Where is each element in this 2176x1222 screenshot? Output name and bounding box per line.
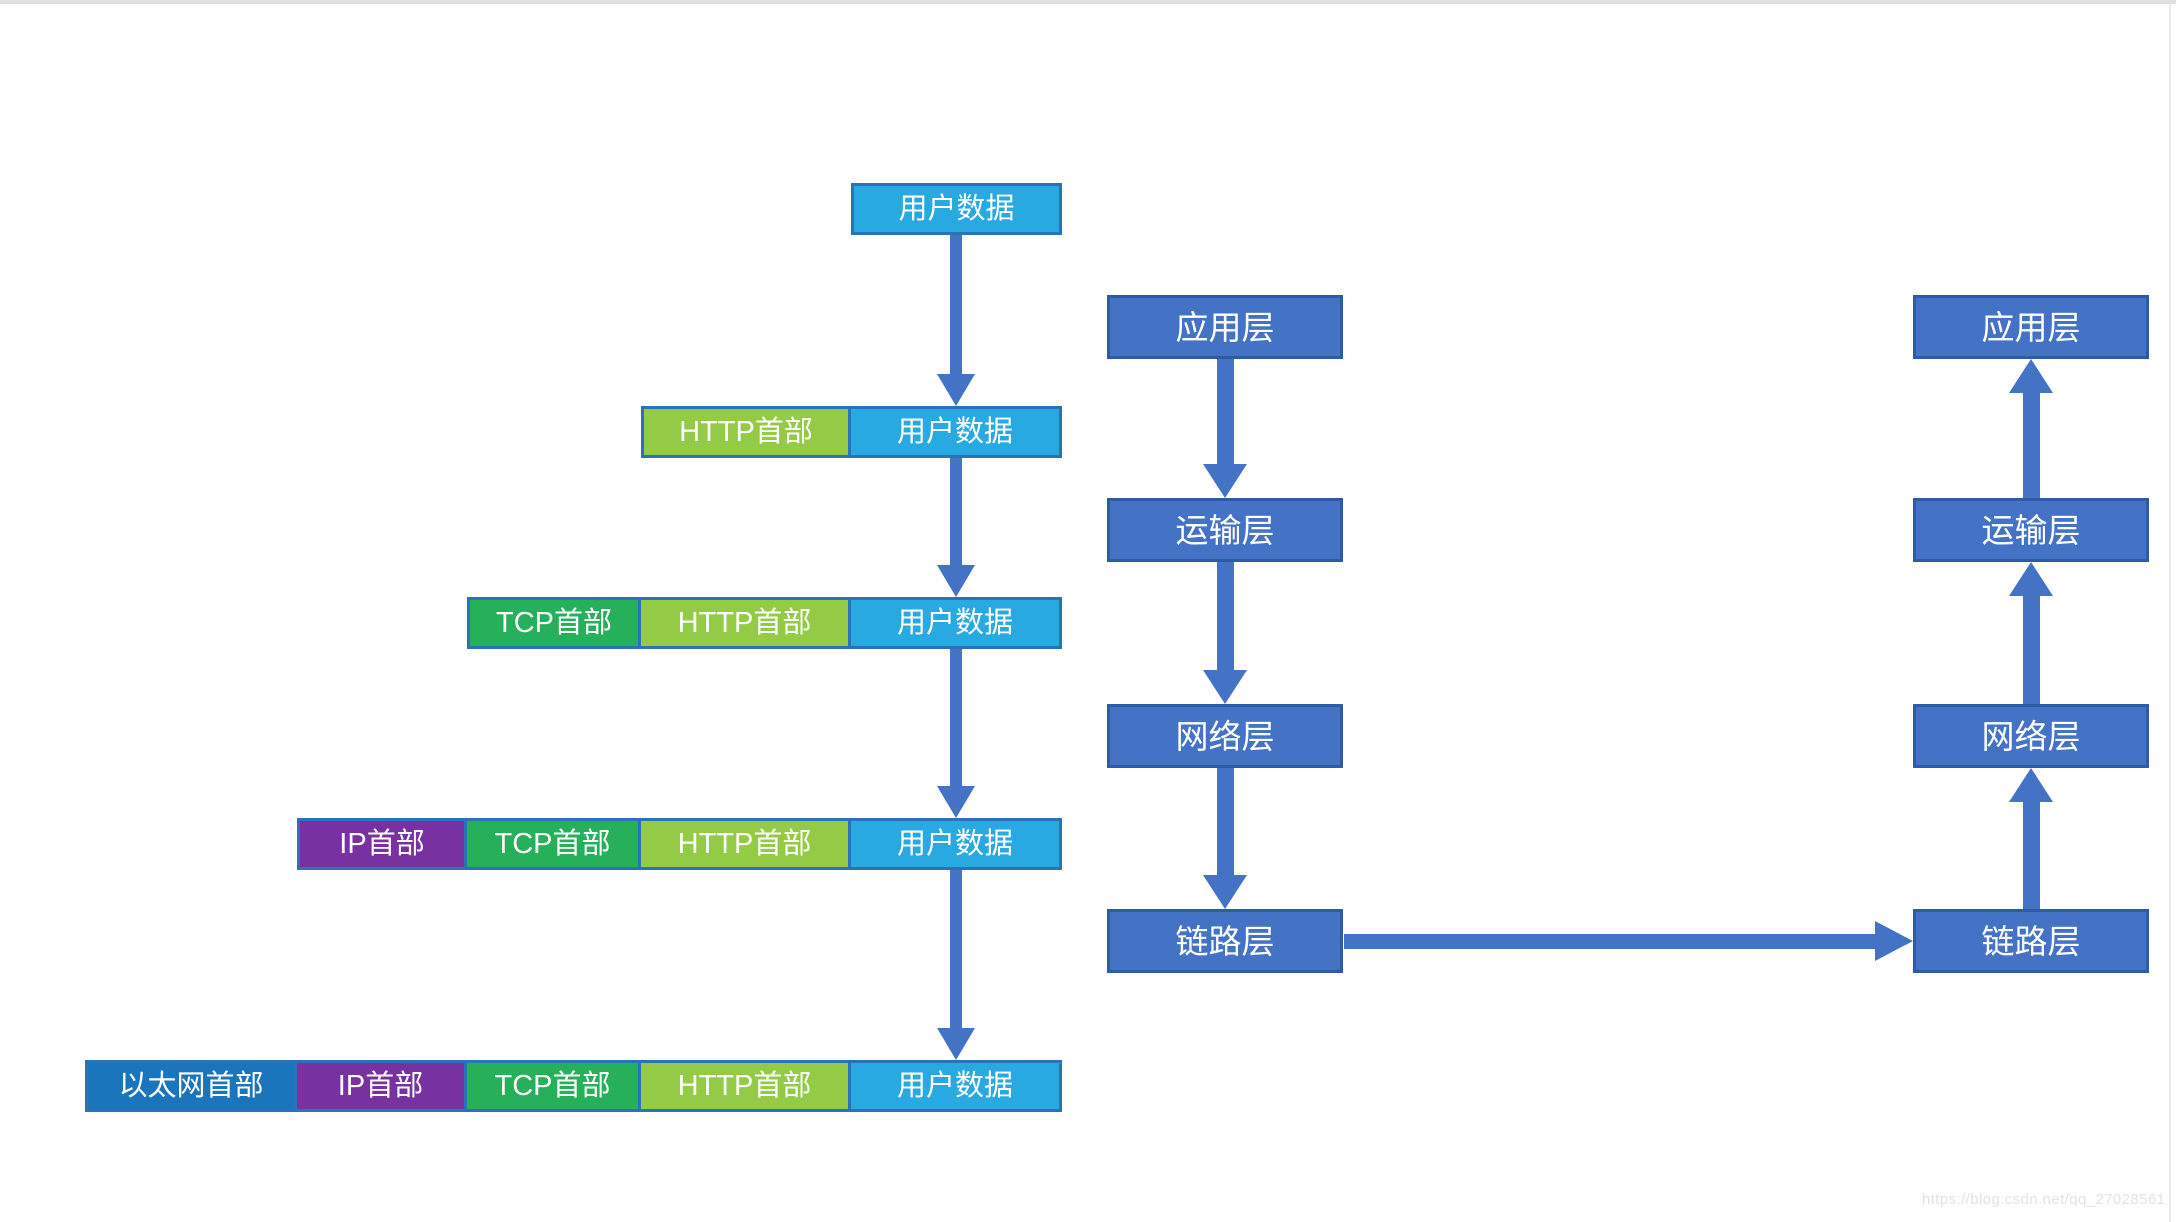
ip-header-segment: IP首部 bbox=[294, 1060, 467, 1112]
http-header-segment: HTTP首部 bbox=[638, 597, 851, 649]
receiver-application-layer-box: 应用层 bbox=[1913, 295, 2149, 359]
http-header-segment: HTTP首部 bbox=[638, 818, 851, 870]
encapsulation-down-arrow-head bbox=[937, 1028, 975, 1060]
user-data-segment: 用户数据 bbox=[848, 818, 1062, 870]
link-transfer-right-arrow-head bbox=[1875, 921, 1913, 961]
sender-stack-down-arrow-head bbox=[1203, 464, 1247, 498]
user-data-segment: 用户数据 bbox=[851, 183, 1062, 235]
sender-stack-down-arrow bbox=[1216, 359, 1234, 464]
user-data-segment: 用户数据 bbox=[848, 1060, 1062, 1112]
http-header-segment: HTTP首部 bbox=[641, 406, 851, 458]
receiver-stack-up-arrow bbox=[2022, 802, 2040, 909]
sender-stack-down-arrow-head bbox=[1203, 670, 1247, 704]
link-transfer-right-arrow bbox=[1344, 933, 1875, 949]
sender-transport-layer-box: 运输层 bbox=[1107, 498, 1343, 562]
encapsulation-down-arrow bbox=[950, 458, 962, 565]
receiver-transport-layer-box: 运输层 bbox=[1913, 498, 2149, 562]
encapsulation-down-arrow-head bbox=[937, 786, 975, 818]
receiver-stack-up-arrow bbox=[2022, 596, 2040, 704]
sender-stack-down-arrow-head bbox=[1203, 875, 1247, 909]
encapsulation-down-arrow bbox=[950, 870, 962, 1028]
sender-stack-down-arrow bbox=[1216, 562, 1234, 670]
watermark-text: https://blog.csdn.net/qq_27028561 bbox=[1922, 1191, 2166, 1208]
receiver-network-layer-box: 网络层 bbox=[1913, 704, 2149, 768]
ethernet-header-segment: 以太网首部 bbox=[85, 1060, 297, 1112]
tcp-header-segment: TCP首部 bbox=[464, 818, 641, 870]
sender-stack-down-arrow bbox=[1216, 768, 1234, 875]
encapsulation-down-arrow bbox=[950, 649, 962, 786]
page-top-divider bbox=[0, 0, 2176, 4]
ip-header-segment: IP首部 bbox=[297, 818, 467, 870]
encapsulation-down-arrow-head bbox=[937, 565, 975, 597]
sender-application-layer-box: 应用层 bbox=[1107, 295, 1343, 359]
user-data-segment: 用户数据 bbox=[848, 597, 1062, 649]
receiver-stack-up-arrow-head bbox=[2009, 768, 2053, 802]
receiver-stack-up-arrow-head bbox=[2009, 359, 2053, 393]
user-data-segment: 用户数据 bbox=[848, 406, 1062, 458]
http-header-segment: HTTP首部 bbox=[638, 1060, 851, 1112]
sender-link-layer-box: 链路层 bbox=[1107, 909, 1343, 973]
page-right-divider bbox=[2169, 4, 2171, 1222]
sender-network-layer-box: 网络层 bbox=[1107, 704, 1343, 768]
receiver-stack-up-arrow bbox=[2022, 393, 2040, 498]
tcp-header-segment: TCP首部 bbox=[467, 597, 641, 649]
receiver-stack-up-arrow-head bbox=[2009, 562, 2053, 596]
encapsulation-down-arrow bbox=[950, 235, 962, 374]
encapsulation-down-arrow-head bbox=[937, 374, 975, 406]
receiver-link-layer-box: 链路层 bbox=[1913, 909, 2149, 973]
tcp-header-segment: TCP首部 bbox=[464, 1060, 641, 1112]
